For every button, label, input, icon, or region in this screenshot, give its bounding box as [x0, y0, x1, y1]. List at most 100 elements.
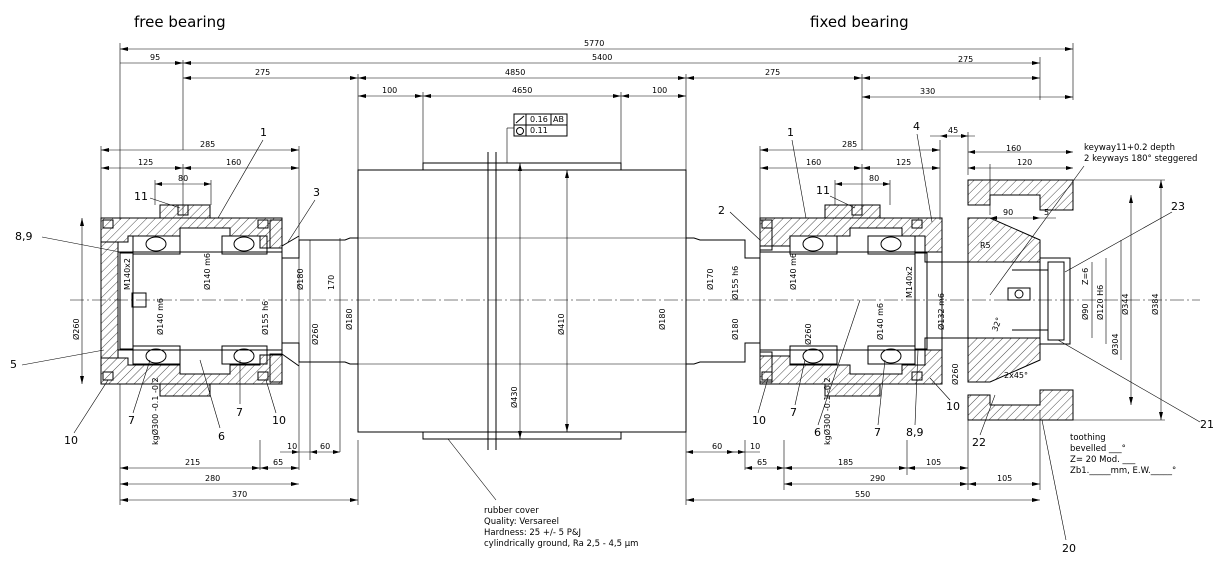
- left-bearing-dims: 285 125 160 80: [100, 140, 300, 230]
- dim-5400: 5400: [592, 53, 612, 62]
- chamfer: 2x45°: [1004, 371, 1028, 380]
- radius: R5: [980, 241, 991, 250]
- dia-c-410: Ø410: [556, 313, 566, 335]
- dim-185: 185: [838, 458, 853, 467]
- dim-160-left: 160: [226, 158, 241, 167]
- dim-215: 215: [185, 458, 200, 467]
- dim-100-a: 100: [382, 86, 397, 95]
- dim-90: 90: [1003, 208, 1013, 217]
- note-toothing-2: bevelled ___°: [1070, 444, 1126, 454]
- dia-r-155: Ø155 h6: [730, 266, 740, 300]
- top-dimensions: 5770 95 5400 275 4850 275 275 100 4650 1…: [119, 39, 1074, 220]
- dia-l-kg: kgØ300 -0.1 -0.2: [150, 377, 160, 445]
- coupling-hub: 160 120 90 5 Ø90 Z=6 Ø120 H6 Ø304 Ø344 Ø…: [967, 144, 1165, 421]
- part-3: 3: [313, 186, 320, 199]
- part-6-right: 6: [814, 426, 821, 439]
- dia-c-180: Ø180: [657, 308, 667, 330]
- left-bottom-dims: 215 65 10 60 280 370: [119, 384, 359, 505]
- part-11-right: 11: [816, 184, 830, 197]
- dim-290: 290: [870, 474, 885, 483]
- dia-l-140a: Ø140 m6: [155, 298, 165, 335]
- part-4: 4: [913, 120, 920, 133]
- dim-80-left: 80: [178, 174, 188, 183]
- part-7-left-b: 7: [236, 406, 243, 419]
- note-rubber-3: Hardness: 25 +/- 5 P&J: [484, 528, 581, 538]
- note-rubber-4: cylindrically ground, Ra 2,5 - 4,5 µm: [484, 539, 638, 549]
- tol-round: 0.11: [530, 126, 548, 135]
- note-toothing-1: toothing: [1070, 433, 1106, 443]
- right-bottom-dims: 60 10 65 185 105 290 105 550: [685, 410, 1041, 505]
- dim-100-b: 100: [652, 86, 667, 95]
- part-21: 21: [1200, 418, 1214, 431]
- dia-l-260a: Ø260: [71, 318, 81, 340]
- part-10-right-b: 10: [946, 400, 960, 413]
- right-bearing-assembly: [686, 204, 969, 397]
- part-2: 2: [718, 204, 725, 217]
- dia-l-180: Ø180: [295, 268, 305, 290]
- dia-l-170: 170: [327, 275, 336, 290]
- dim-275-a: 275: [255, 68, 270, 77]
- part-labels: 1 11 3 8,9 5 10 7 6 7 10 1 4 11 2 10 7 6…: [10, 120, 1214, 555]
- dia-r-260: Ø260: [803, 323, 813, 345]
- dim-10-left: 10: [287, 442, 297, 451]
- left-diameters: Ø260 M140x2 Ø140 m6 Ø140 m6 Ø155 h6 Ø180…: [71, 218, 354, 445]
- dia-k-zn: Z=6: [1081, 268, 1090, 285]
- rubber-note: rubber cover Quality: Versareel Hardness…: [447, 438, 638, 549]
- part-10-left-a: 10: [64, 434, 78, 447]
- part-5: 5: [10, 358, 17, 371]
- part-7-right-a: 7: [790, 406, 797, 419]
- left-bearing-assembly: [100, 204, 358, 470]
- dim-160-right: 160: [806, 158, 821, 167]
- note-toothing-4: Zb1._____mm, E.W._____°: [1070, 466, 1176, 476]
- dia-r-132: Ø132 m6: [936, 293, 946, 330]
- dia-k-384: Ø384: [1150, 293, 1160, 315]
- dim-95: 95: [150, 53, 160, 62]
- dim-65-right: 65: [757, 458, 767, 467]
- keyway-note: keyway11+0.2 depth 2 keyways 180° stegge…: [989, 143, 1197, 296]
- tol-runout: 0.16: [530, 115, 548, 124]
- dia-r-140a: Ø140 m6: [788, 253, 798, 290]
- dim-65-left: 65: [273, 458, 283, 467]
- title-fixed-bearing: fixed bearing: [810, 13, 909, 31]
- dia-l-260b: Ø260: [310, 323, 320, 345]
- dia-k-304: Ø304: [1110, 333, 1120, 355]
- title-free-bearing: free bearing: [134, 13, 226, 31]
- dim-370: 370: [232, 490, 247, 499]
- right-diameters: Ø170 Ø155 h6 Ø180 Ø140 m6 Ø260 kgØ300 -0…: [705, 253, 960, 445]
- drum-shell: Ø410 Ø430 Ø180: [357, 152, 687, 450]
- dim-105-right: 105: [926, 458, 941, 467]
- note-keyway-1: keyway11+0.2 depth: [1084, 143, 1175, 153]
- part-22: 22: [972, 436, 986, 449]
- part-10-left-b: 10: [272, 414, 286, 427]
- dia-r-kg: kgØ300 -0.1 -0.2: [822, 377, 832, 445]
- right-bearing-dims: 285 160 125 80 45: [759, 126, 975, 220]
- dia-r-180: Ø180: [730, 318, 740, 340]
- part-7-left-a: 7: [128, 414, 135, 427]
- part-10-right-a: 10: [752, 414, 766, 427]
- dia-k-344: Ø344: [1120, 293, 1130, 315]
- dim-105-k: 105: [997, 474, 1012, 483]
- part-8-9-left: 8,9: [15, 230, 33, 243]
- dim-285-left: 285: [200, 140, 215, 149]
- dia-l-140b: Ø140 m6: [202, 253, 212, 290]
- dim-275-c: 275: [958, 55, 973, 64]
- note-rubber-1: rubber cover: [484, 506, 539, 516]
- part-23: 23: [1171, 200, 1185, 213]
- dia-l-180b: Ø180: [344, 308, 354, 330]
- dia-r-m140: M140x2: [905, 266, 914, 298]
- dim-125-left: 125: [138, 158, 153, 167]
- dia-r-140b: Ø140 m6: [875, 303, 885, 340]
- dim-280: 280: [205, 474, 220, 483]
- dia-k-120: Ø120 H6: [1095, 285, 1105, 320]
- dim-4650: 4650: [512, 86, 532, 95]
- dim-5: 5: [1044, 208, 1049, 217]
- dia-k-90: Ø90: [1080, 304, 1090, 320]
- tol-runout-ref: AB: [553, 115, 564, 124]
- angle-32: 32°: [990, 316, 1003, 332]
- part-1-left: 1: [260, 126, 267, 139]
- note-rubber-2: Quality: Versareel: [484, 517, 559, 527]
- dim-4850: 4850: [505, 68, 525, 77]
- dim-550: 550: [855, 490, 870, 499]
- dim-10-right: 10: [750, 442, 760, 451]
